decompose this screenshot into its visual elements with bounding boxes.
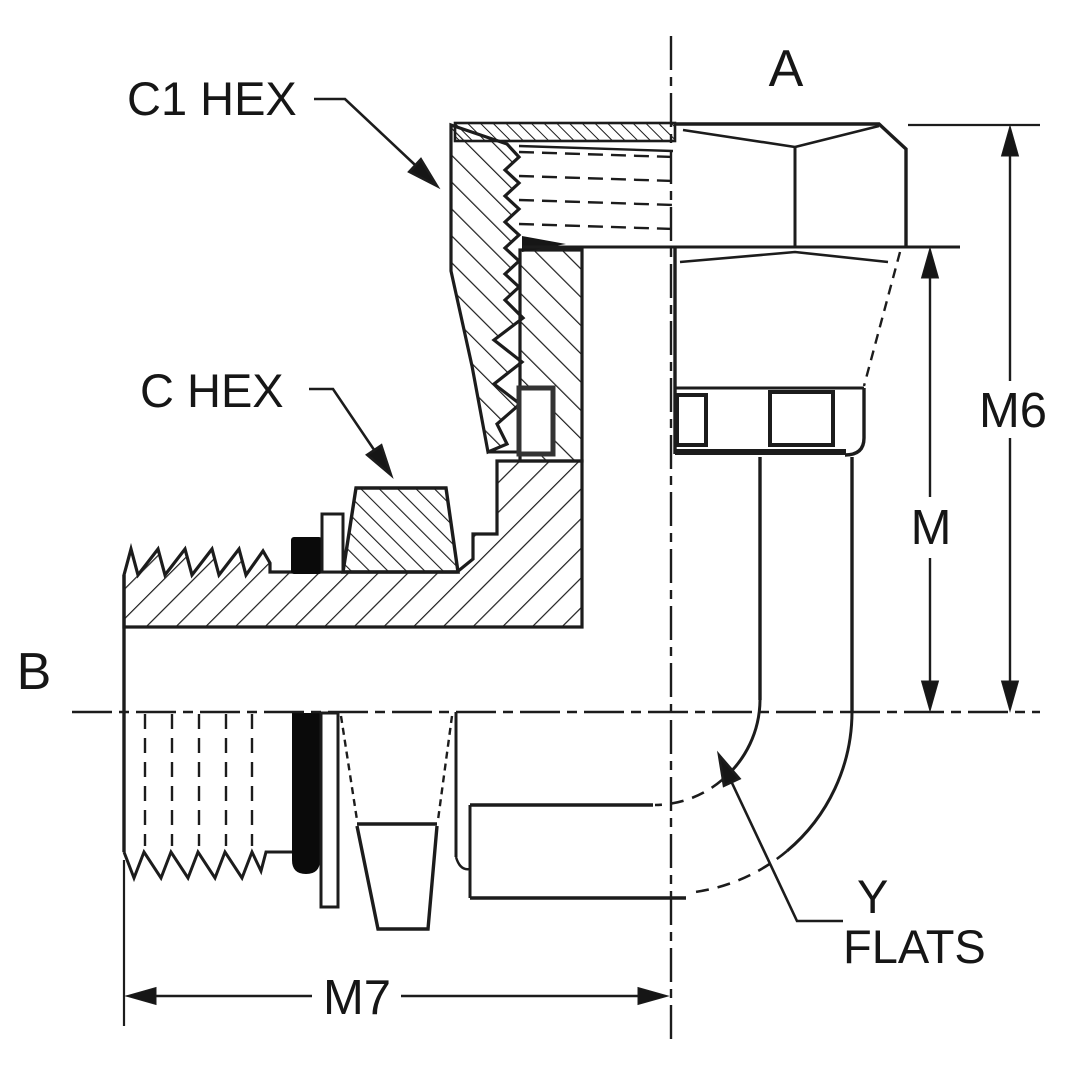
c1-nut-section (449, 122, 526, 455)
collar-window-right (768, 390, 835, 447)
dim-m7-label: M7 (323, 971, 391, 1025)
port-a-label: A (769, 40, 804, 98)
o-ring-section (291, 537, 322, 574)
o-ring-external (292, 713, 320, 874)
swivel-nut-external (523, 122, 960, 712)
y-flats-label-line2: FLATS (843, 920, 986, 973)
c-hex-label: C HEX (140, 364, 284, 417)
collar-window-left (675, 393, 708, 447)
c1-hex-label: C1 HEX (127, 72, 297, 125)
labels: C1 HEX A C HEX B M6 M M7 Y FLATS (17, 40, 1047, 1025)
dim-m-label: M (911, 501, 952, 555)
male-stud-external (122, 575, 686, 931)
body-section (122, 121, 677, 629)
c-hex-leader (309, 387, 387, 467)
port-b-label: B (17, 643, 52, 701)
dim-m6-label: M6 (979, 384, 1047, 438)
callout-leaders (309, 97, 843, 923)
nut-top-rim-section (453, 121, 677, 143)
washer-section (320, 512, 345, 574)
skirt-window-section (516, 385, 556, 457)
c1-hex-leader (314, 97, 431, 180)
dimensions (122, 123, 1040, 1026)
centerlines (72, 36, 1040, 1042)
elbow-bend (654, 699, 854, 894)
c-hex-section (341, 486, 460, 574)
y-flats-label-line1: Y (857, 870, 888, 923)
washer-external (319, 711, 340, 909)
stud-thread-lines (143, 714, 254, 846)
y-flats-leader (722, 765, 843, 923)
top-port-threads (518, 144, 674, 231)
